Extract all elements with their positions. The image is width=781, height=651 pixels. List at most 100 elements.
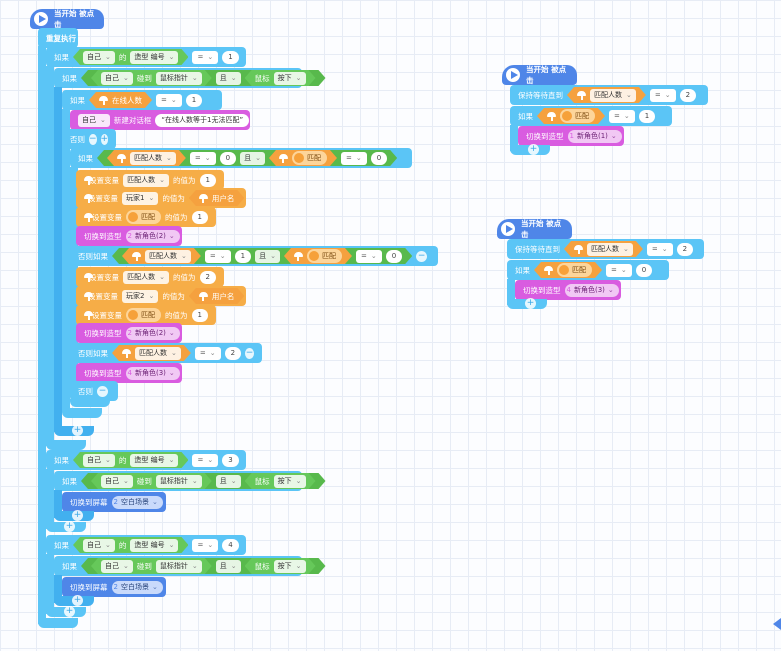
press-dropdown[interactable]: 按下 — [274, 560, 306, 573]
add-branch-icon[interactable]: + — [100, 133, 109, 145]
when-start-clicked-hat-block[interactable]: 当开始 被点击 — [497, 219, 572, 239]
variable-dropdown[interactable]: 匹配人数 — [123, 270, 170, 284]
else-if-block[interactable]: 否则如果 匹配人数 = 1 且 匹配 = 0 − — [70, 246, 438, 266]
number-input[interactable]: 4 — [222, 538, 239, 552]
add-branch-icon[interactable]: + — [72, 510, 83, 521]
match-count-dropdown[interactable]: 匹配人数 — [130, 152, 176, 165]
match-count-reporter[interactable]: 匹配人数 — [112, 345, 191, 361]
remove-branch-icon[interactable]: − — [97, 385, 108, 397]
number-input[interactable]: 2 — [679, 88, 697, 102]
equals-operator[interactable]: = — [156, 93, 182, 107]
costume-number-dropdown[interactable]: 造型 编号 — [130, 454, 178, 467]
match-count-dropdown[interactable]: 匹配人数 — [145, 250, 191, 263]
match-count-reporter[interactable]: 匹配人数 — [122, 248, 201, 264]
number-input[interactable]: 0 — [635, 263, 653, 277]
else-label-row[interactable]: 否则 − + — [62, 129, 116, 149]
remove-branch-icon[interactable]: − — [89, 133, 97, 145]
costume-number-dropdown[interactable]: 造型 编号 — [130, 51, 178, 64]
number-input[interactable]: 0 — [371, 152, 387, 165]
set-variable-block[interactable]: 设置变量 匹配 的值为 1 — [76, 305, 216, 325]
online-count-reporter[interactable]: 在线人数 — [89, 92, 152, 108]
self-dropdown[interactable]: 自己 — [83, 539, 115, 552]
if-block-touch-mouse[interactable]: 如果 自己 碰到 鼠标指针 且 鼠标 按下 — [54, 471, 302, 491]
press-dropdown[interactable]: 按下 — [274, 475, 306, 488]
match-reporter[interactable]: 匹配 — [269, 150, 337, 166]
add-branch-icon[interactable]: + — [64, 521, 75, 532]
equals-operator[interactable]: = — [649, 88, 676, 102]
touch-reporter[interactable]: 自己 碰到 鼠标指针 — [91, 558, 212, 574]
username-reporter[interactable]: 用户名 — [189, 288, 245, 304]
if-block-costume-3[interactable]: 如果 自己 的 造型 编号 = 3 — [46, 450, 246, 470]
set-variable-block[interactable]: 设置变量 匹配人数 的值为 1 — [76, 170, 224, 190]
variable-dropdown[interactable]: 匹配人数 — [123, 173, 170, 187]
equals-operator[interactable]: = — [609, 109, 635, 123]
remove-branch-icon[interactable]: − — [416, 250, 428, 262]
add-branch-icon[interactable]: + — [64, 606, 75, 617]
number-input[interactable]: 0 — [220, 152, 236, 165]
if-match-block[interactable]: 如果 匹配 = 1 — [510, 106, 672, 126]
set-variable-block[interactable]: 设置变量 玩家2 的值为 用户名 — [76, 286, 246, 306]
if-online-count[interactable]: 如果 在线人数 = 1 — [62, 90, 222, 110]
if-block-costume-4[interactable]: 如果 自己 的 造型 编号 = 4 — [46, 535, 246, 555]
else-label-row[interactable]: 否则 − — [70, 381, 118, 401]
match-count-reporter[interactable]: 匹配人数 — [567, 87, 646, 103]
and-operator[interactable]: 自己 碰到 鼠标指针 且 鼠标 按下 — [81, 473, 326, 489]
match-count-dropdown[interactable]: 匹配人数 — [590, 89, 636, 102]
and-operator[interactable]: 匹配人数 = 1 且 匹配 = 0 — [112, 248, 412, 264]
self-dropdown[interactable]: 自己 — [101, 475, 133, 488]
equals-operator[interactable]: = — [646, 242, 673, 256]
number-input[interactable]: 2 — [676, 242, 694, 256]
match-reporter[interactable]: 匹配 — [534, 262, 602, 278]
number-input[interactable]: 3 — [222, 453, 239, 467]
mouse-pointer-dropdown[interactable]: 鼠标指针 — [156, 72, 202, 85]
match-count-dropdown[interactable]: 匹配人数 — [587, 243, 633, 256]
mouse-pointer-dropdown[interactable]: 鼠标指针 — [156, 560, 202, 573]
self-dropdown[interactable]: 自己 — [83, 51, 115, 64]
and-operator[interactable]: 匹配人数 = 0 且 匹配 = 0 — [97, 150, 397, 166]
add-branch-icon[interactable]: + — [72, 595, 83, 606]
value-input[interactable]: 1 — [191, 308, 208, 322]
and-operator[interactable]: 自己 碰到 鼠标指针 且 鼠标 按下 — [81, 70, 326, 86]
match-var-pill[interactable]: 匹配 — [557, 263, 592, 277]
match-var-pill[interactable]: 匹配 — [560, 109, 595, 123]
new-dialog-block[interactable]: 自己 新建对话框 “在线人数等于1无法匹配” — [70, 110, 250, 130]
number-input[interactable]: 2 — [224, 346, 242, 360]
match-count-dropdown[interactable]: 匹配人数 — [135, 347, 181, 360]
else-if-block[interactable]: 否则如果 匹配人数 = 2 − — [70, 343, 262, 363]
self-dropdown[interactable]: 自己 — [101, 72, 133, 85]
self-dropdown[interactable]: 自己 — [101, 560, 133, 573]
if-block-costume-1[interactable]: 如果 自己 的 造型 编号 = 1 — [46, 47, 246, 67]
equals-operator[interactable]: = — [192, 453, 219, 467]
mouse-pressed-reporter[interactable]: 鼠标 按下 — [245, 473, 316, 489]
match-var-pill[interactable]: 匹配 — [292, 151, 327, 165]
costume-number-dropdown[interactable]: 造型 编号 — [130, 539, 178, 552]
equals-operator[interactable]: = — [341, 152, 367, 165]
press-dropdown[interactable]: 按下 — [274, 72, 306, 85]
self-dropdown[interactable]: 自己 — [83, 454, 115, 467]
set-variable-block[interactable]: 设置变量 玩家1 的值为 用户名 — [76, 188, 246, 208]
mouse-pointer-dropdown[interactable]: 鼠标指针 — [156, 475, 202, 488]
set-variable-block[interactable]: 设置变量 匹配 的值为 1 — [76, 207, 216, 227]
add-branch-icon[interactable]: + — [525, 298, 536, 309]
self-dropdown[interactable]: 自己 — [78, 113, 110, 127]
equals-operator[interactable]: = — [192, 50, 219, 64]
if-block-touch-mouse[interactable]: 如果 自己 碰到 鼠标指针 且 鼠标 按下 — [54, 68, 302, 88]
costume-number-reporter[interactable]: 自己 的 造型 编号 — [73, 452, 188, 468]
value-input[interactable]: 1 — [191, 210, 208, 224]
repeat-forever-block[interactable]: 重复执行 — [38, 28, 78, 48]
dialog-text-input[interactable]: “在线人数等于1无法匹配” — [155, 113, 250, 127]
equals-operator[interactable]: = — [194, 346, 221, 360]
remove-branch-icon[interactable]: − — [245, 347, 254, 359]
number-input[interactable]: 1 — [235, 250, 251, 263]
match-count-reporter[interactable]: 匹配人数 — [564, 241, 643, 257]
